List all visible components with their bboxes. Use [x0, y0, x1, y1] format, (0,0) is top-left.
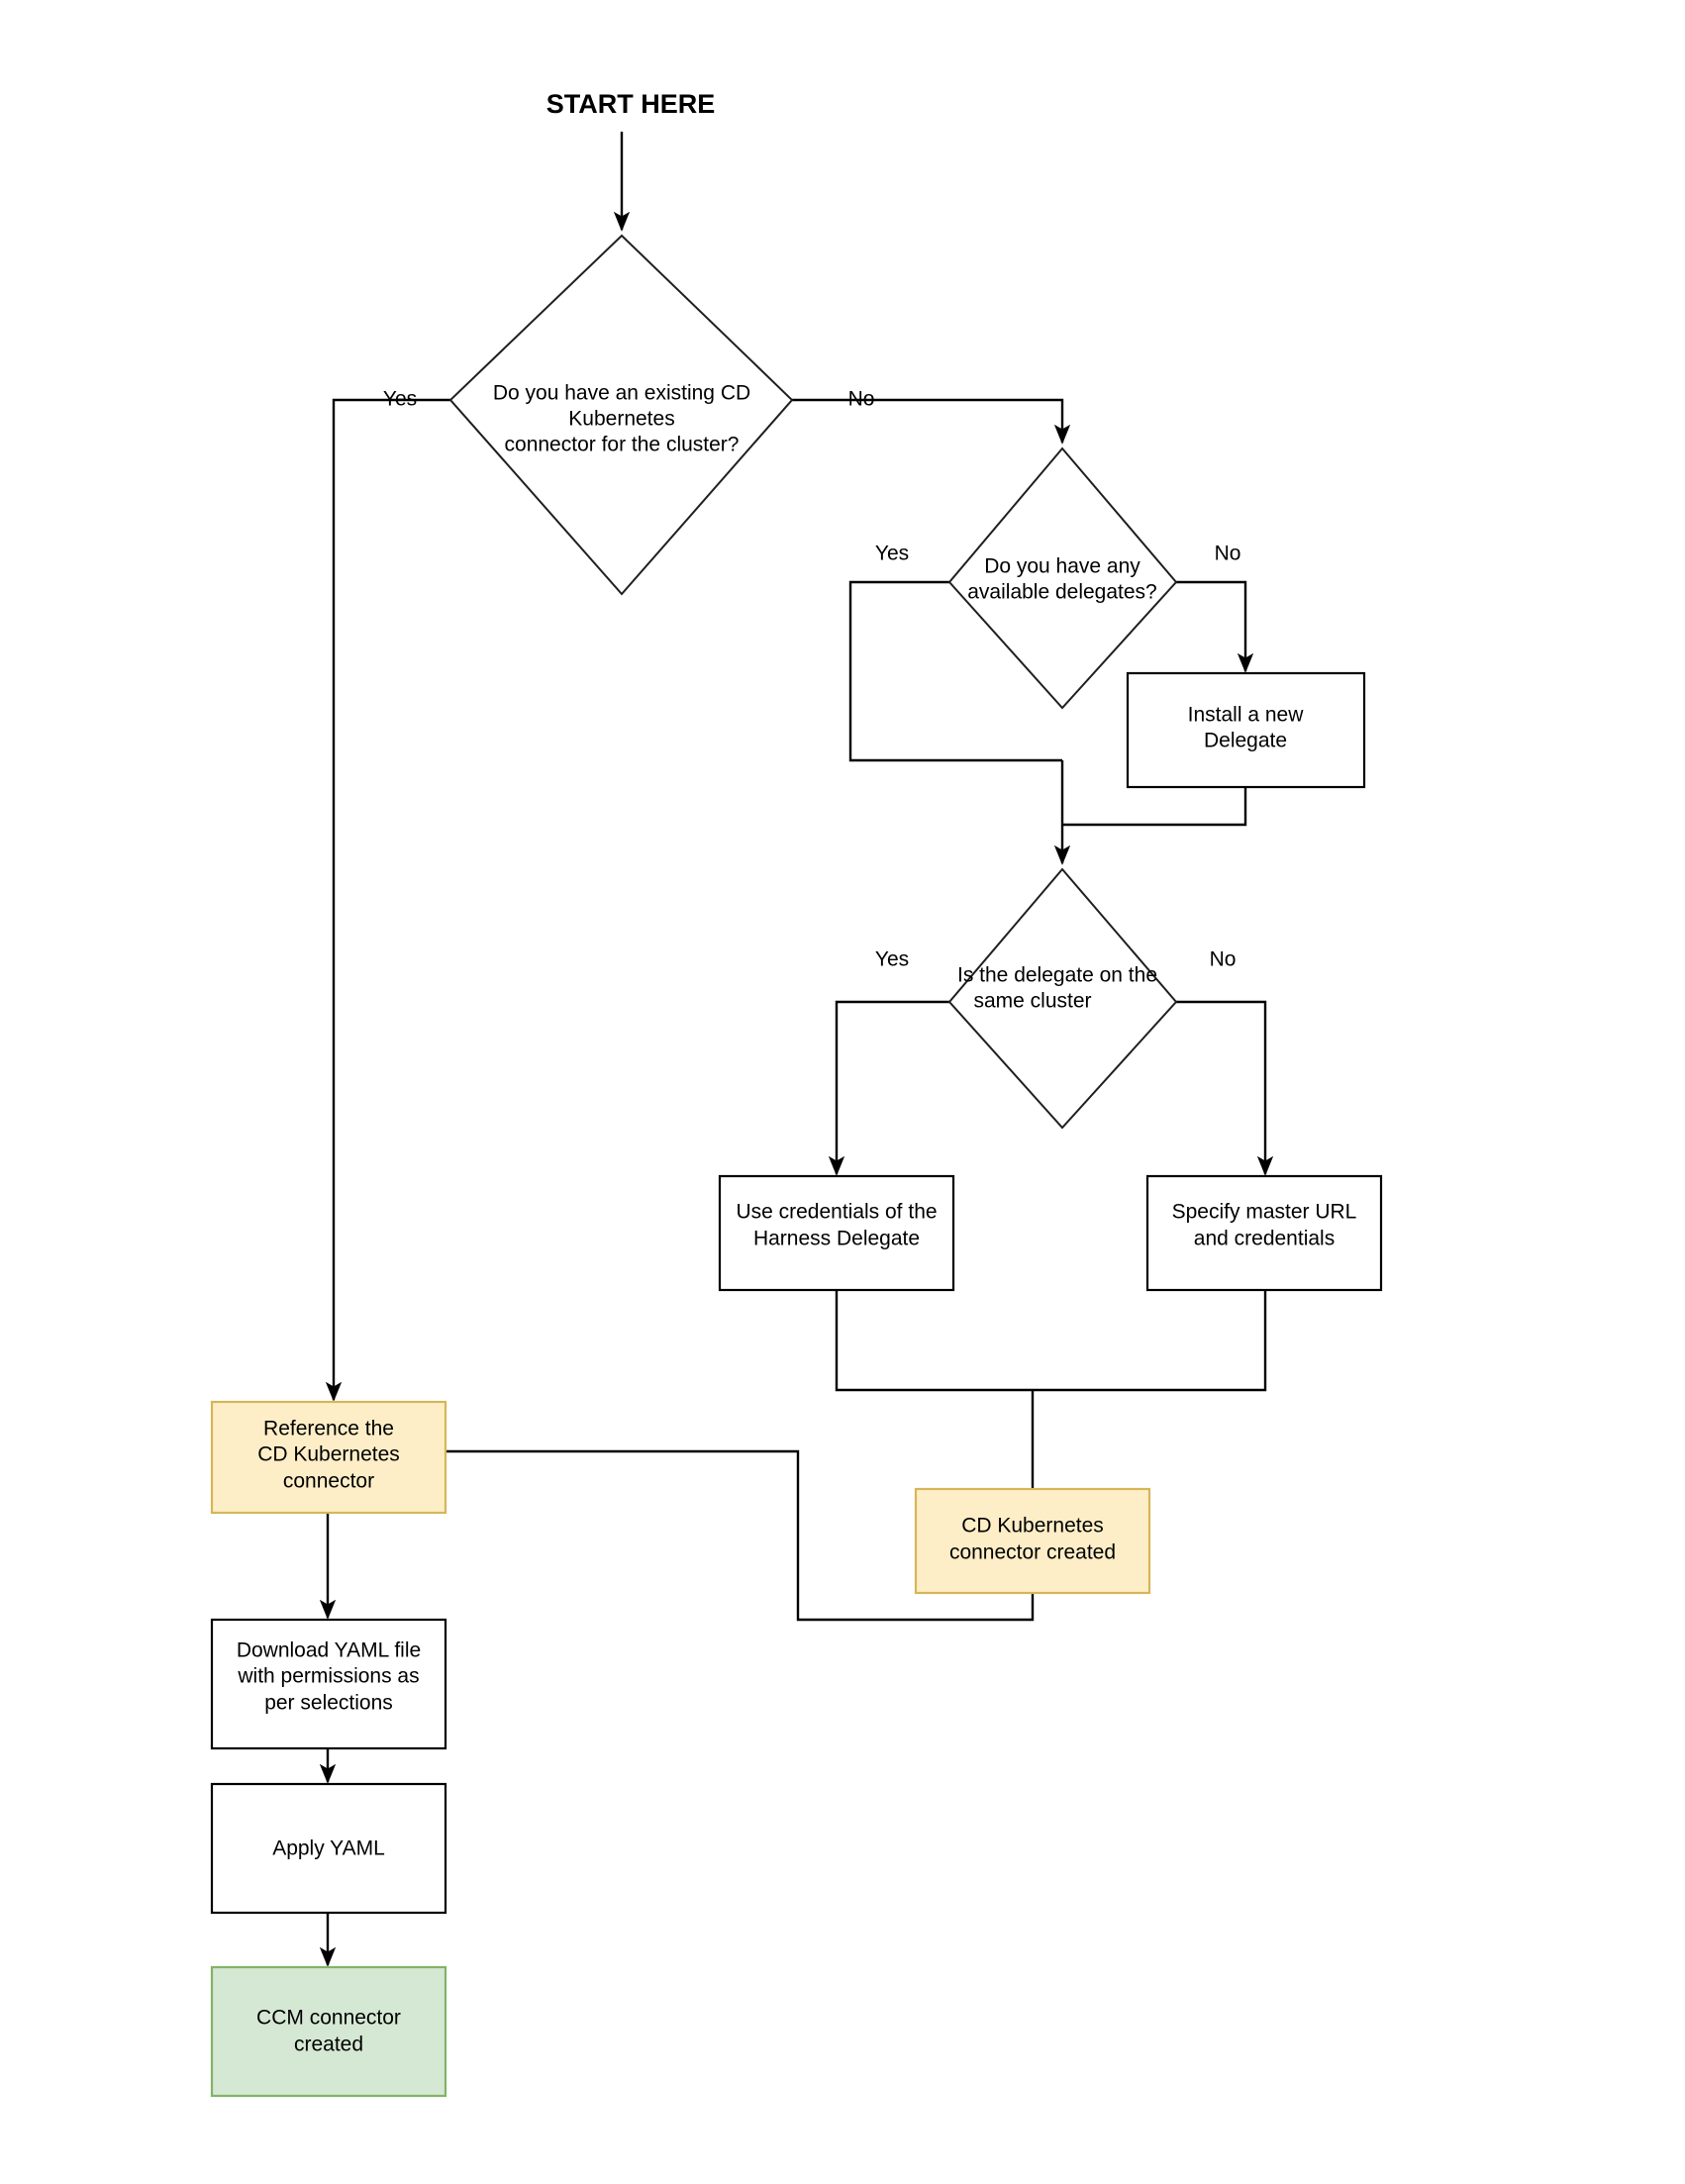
- decision-delegate-same-cluster[interactable]: Is the delegate on the same cluster: [947, 867, 1178, 1130]
- use-creds-line-1: Use credentials of the: [736, 1201, 937, 1224]
- start-here-text: START HERE: [546, 89, 716, 119]
- decision-3-line-1: Is the delegate on the: [957, 964, 1157, 987]
- decision-3-line-2: same cluster: [973, 990, 1091, 1013]
- edge-use-creds-to-merge: [835, 1289, 1033, 1392]
- accent-box[interactable]: [210, 1400, 447, 1515]
- edge-label-d3-no: No: [1210, 948, 1237, 971]
- process-download-yaml[interactable]: Download YAML file with permissions as p…: [210, 1618, 447, 1750]
- start-here-label: START HERE: [546, 89, 716, 119]
- install-delegate-line-2: Delegate: [1204, 730, 1287, 752]
- decision-diamond[interactable]: [448, 234, 794, 596]
- use-creds-line-2: Harness Delegate: [753, 1228, 920, 1250]
- process-box[interactable]: [210, 1618, 447, 1750]
- edge-d1-no-to-d2: [792, 398, 1071, 445]
- edge-d3-no-to-specify: [1176, 1000, 1274, 1176]
- decision-diamond[interactable]: [947, 447, 1178, 710]
- specify-master-line-2: and credentials: [1194, 1228, 1335, 1250]
- process-install-delegate[interactable]: Install a new Delegate: [1126, 671, 1366, 789]
- edge-label-d1-yes: Yes: [383, 388, 417, 411]
- process-specify-master-url[interactable]: Specify master URL and credentials: [1145, 1174, 1383, 1292]
- decision-1-line-3: connector for the cluster?: [505, 434, 740, 456]
- edge-label-d1-no: No: [848, 388, 875, 411]
- ccm-created-line-1: CCM connector: [256, 2007, 401, 2030]
- edge-label-d3-yes: Yes: [875, 948, 909, 971]
- edge-label-d2-yes: Yes: [875, 543, 909, 565]
- process-use-harness-delegate-credentials[interactable]: Use credentials of the Harness Delegate: [718, 1174, 955, 1292]
- process-cd-connector-created[interactable]: CD Kubernetes connector created: [914, 1487, 1151, 1595]
- apply-yaml-line-1: Apply YAML: [272, 1837, 385, 1860]
- reference-connector-line-2: CD Kubernetes: [257, 1443, 400, 1466]
- reference-connector-line-1: Reference the: [263, 1418, 394, 1440]
- decision-1-line-2: Kubernetes: [568, 408, 674, 431]
- process-box[interactable]: [718, 1174, 955, 1292]
- ccm-created-line-2: created: [294, 2034, 363, 2056]
- edge-install-to-merge: [1062, 787, 1247, 827]
- decision-2-line-2: available delegates?: [967, 581, 1156, 604]
- edge-d3-yes-to-use-creds: [828, 1000, 949, 1176]
- specify-master-line-1: Specify master URL: [1172, 1201, 1357, 1224]
- decision-available-delegates[interactable]: Do you have any available delegates?: [947, 447, 1178, 710]
- process-reference-cd-connector[interactable]: Reference the CD Kubernetes connector: [210, 1400, 447, 1515]
- process-apply-yaml[interactable]: Apply YAML: [210, 1782, 447, 1915]
- process-box[interactable]: [210, 1782, 447, 1915]
- decision-diamond[interactable]: [947, 867, 1178, 1130]
- process-ccm-connector-created[interactable]: CCM connector created: [210, 1965, 447, 2098]
- edge-d2-no-to-install: [1176, 580, 1254, 673]
- process-box[interactable]: [1145, 1174, 1383, 1292]
- download-yaml-line-2: with permissions as: [237, 1665, 419, 1688]
- decision-1-line-1: Do you have an existing CD: [493, 382, 750, 405]
- download-yaml-line-3: per selections: [264, 1692, 393, 1715]
- edge-specify-to-merge: [1033, 1289, 1267, 1392]
- edge-cd-created-to-reference: [331, 1442, 1035, 1622]
- edge-d2-yes-to-merge: [848, 580, 1062, 762]
- accent-box[interactable]: [914, 1487, 1151, 1595]
- cd-created-line-1: CD Kubernetes: [961, 1515, 1104, 1538]
- install-delegate-line-1: Install a new: [1188, 704, 1305, 727]
- reference-connector-line-3: connector: [283, 1470, 374, 1493]
- edge-d1-yes-to-reference: [325, 398, 450, 1402]
- decision-2-line-1: Do you have any: [984, 555, 1140, 578]
- accent-box[interactable]: [210, 1965, 447, 2098]
- cd-created-line-2: connector created: [949, 1541, 1116, 1564]
- edge-label-d2-no: No: [1215, 543, 1241, 565]
- decision-existing-cd-connector[interactable]: Do you have an existing CD Kubernetes co…: [448, 234, 794, 596]
- process-box[interactable]: [1126, 671, 1366, 789]
- download-yaml-line-1: Download YAML file: [237, 1639, 421, 1662]
